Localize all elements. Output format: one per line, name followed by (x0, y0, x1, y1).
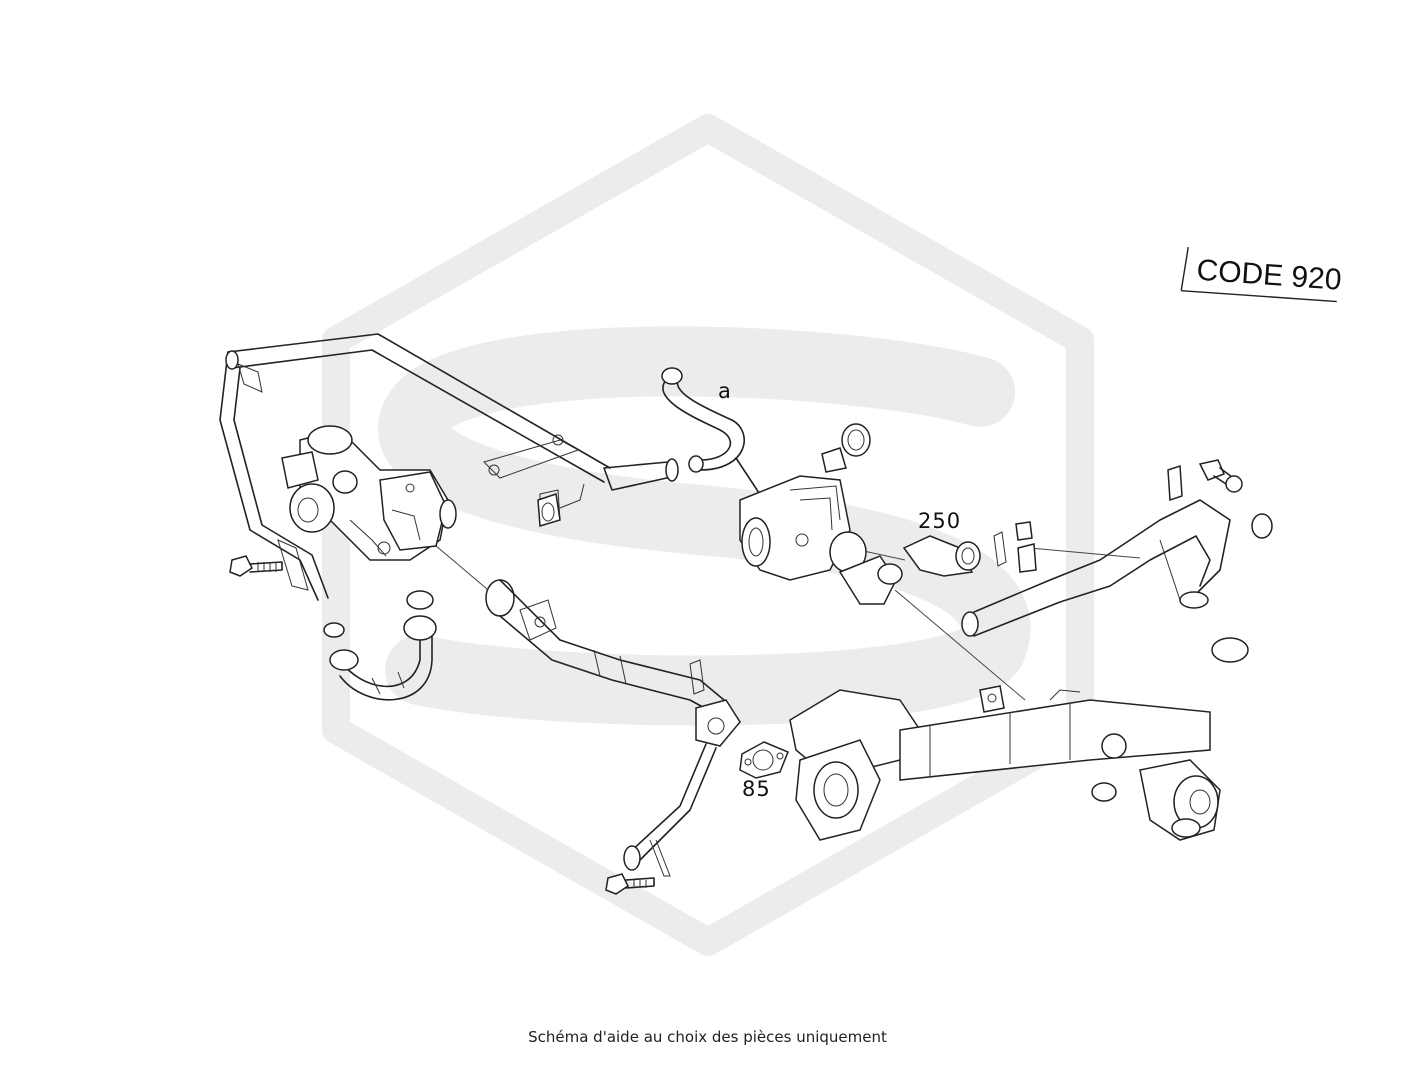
central-flanged-pipe (485, 579, 741, 877)
lower-right-throttle (1139, 759, 1221, 841)
callout-a: a (718, 379, 732, 403)
small-clip-upper (537, 493, 561, 527)
callout-85: 85 (742, 777, 771, 801)
callout-250: 250 (918, 509, 961, 533)
egr-cooler (789, 685, 1211, 841)
code-label-box: CODE 920 (1180, 246, 1343, 303)
upper-coolant-pipe (219, 333, 679, 601)
code-label: CODE 920 (1196, 254, 1343, 297)
lower-left-hose (323, 590, 437, 701)
hose-250 (902, 521, 1037, 577)
left-thermostat-housing (281, 425, 457, 561)
callout-labels: a 250 85 (718, 379, 961, 801)
gasket-85 (739, 741, 789, 779)
right-clamps (1198, 459, 1273, 663)
right-long-hose (961, 464, 1231, 637)
watermark-logo (322, 114, 1094, 956)
bolt-bottom (605, 873, 655, 895)
bolt-left (229, 555, 283, 577)
footer-note: Schéma d'aide au choix des pièces unique… (528, 1028, 887, 1046)
egr-valve-assembly (739, 423, 903, 605)
